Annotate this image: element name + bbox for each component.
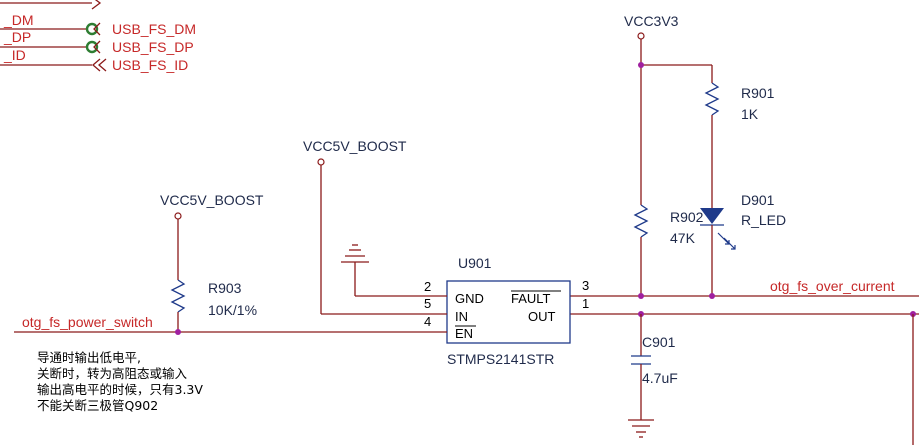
u901-pin-out-number: 1 [582,296,589,311]
u901-ref: U901 [458,255,492,271]
usb-dp-stub-label: _DP [3,29,31,45]
vcc3v3-junction-dot [638,62,644,68]
d901-value: R_LED [741,212,786,228]
u901-pin-gnd-number: 2 [424,279,431,294]
r903-ref: R903 [208,280,242,296]
power-switch-net-label: otg_fs_power_switch [22,314,153,330]
vcc3v3-section: VCC3V3 R901 1K D901 R_LED R902 47K [624,13,786,296]
usb-id-net-label: USB_FS_ID [112,57,188,73]
usb-dp-net-label: USB_FS_DP [112,39,194,55]
note-line-2: 关断时，转为高阻态或输入 [37,366,188,381]
r901-resistor-icon [704,82,720,116]
usb-dp-arrow-icon [93,40,101,54]
c901-ref: C901 [642,334,676,350]
r903-resistor-icon [170,279,186,313]
d901-led-icon [700,208,724,224]
usb-dm-arrow-icon [93,22,101,36]
usb-id-arrow-icon [92,58,107,72]
d901-ref: D901 [741,192,775,208]
r902-ref: R902 [670,209,704,225]
usb-net-section: _DM USB_FS_DM _DP USB_FS_DP _ID USB_FS_I… [0,0,196,73]
u901-section: U901 STMPS2141STR 2 5 4 3 1 GND IN EN FA… [303,138,589,367]
u901-pin-fault-name: FAULT [511,291,551,306]
vcc5v-boost-left-label: VCC5V_BOOST [160,192,264,208]
usb-dm-stub-label: _DM [3,12,34,28]
over-current-junction-led [709,293,715,299]
vcc5v-boost-top-port-icon [317,158,325,166]
enable-section: VCC5V_BOOST R903 10K/1% otg_fs_power_swi… [14,192,447,335]
vcc5v-boost-left-port-icon [174,212,182,220]
r901-value: 1K [741,106,759,122]
c901-ground-icon [628,419,654,438]
r902-value: 47K [670,230,696,246]
note-line-3: 输出高电平的时候，只有3.3V [37,382,203,397]
design-note: 导通时输出低电平, 关断时，转为高阻态或输入 输出高电平的时候，只有3.3V 不… [37,350,203,413]
usb-dm-net-label: USB_FS_DM [112,21,196,37]
u901-pin-fault-number: 3 [582,278,589,293]
output-section: C901 4.7uF [570,311,919,445]
power-switch-junction-dot [175,329,181,335]
over-current-net-label: otg_fs_over_current [770,278,895,294]
r902-resistor-icon [633,204,649,238]
u901-pin-in-number: 5 [424,296,431,311]
led-emission-arrows-icon [717,232,736,250]
u901-pin-out-name: OUT [528,309,556,324]
u901-pin-en-number: 4 [424,314,431,329]
vcc3v3-power-label: VCC3V3 [624,13,679,29]
note-line-4: 不能关断三极管Q902 [37,398,158,413]
u901-ground-icon [341,244,369,263]
u901-part-number: STMPS2141STR [447,351,554,367]
u901-pin-in-name: IN [455,309,468,324]
r901-ref: R901 [741,85,775,101]
vcc5v-boost-top-label: VCC5V_BOOST [303,138,407,154]
over-current-junction-r902 [638,293,644,299]
r903-value: 10K/1% [208,302,257,318]
usb-dm-connector-icon [85,22,99,36]
usb-id-stub-label: _ID [3,47,26,63]
usb-dp-connector-icon [85,40,99,54]
over-current-net: otg_fs_over_current [570,278,919,299]
u901-pin-en-name: EN [455,326,473,341]
usb-top-stub-arrow [91,0,102,10]
note-line-1: 导通时输出低电平, [37,350,141,365]
vcc3v3-power-port-icon [637,32,645,40]
u901-pin-gnd-name: GND [455,291,484,306]
c901-value: 4.7uF [642,370,678,386]
